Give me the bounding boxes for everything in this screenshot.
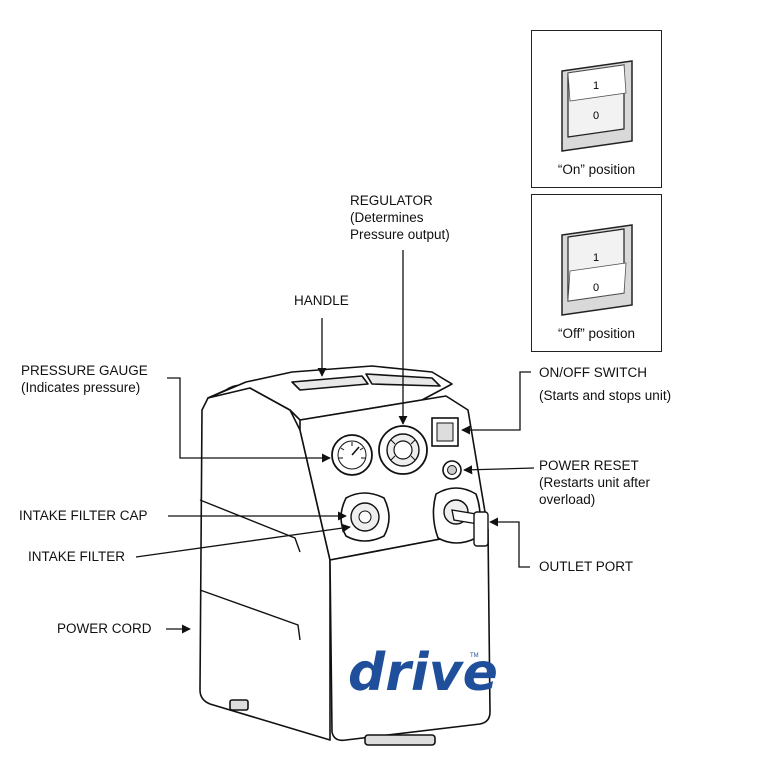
switch-on-symbol-0: 0	[593, 110, 599, 122]
power-reset-button-icon	[442, 460, 462, 480]
rocker-switch-on-icon: 1 0	[561, 60, 633, 152]
rocker-switch-off-icon: 1 0	[561, 224, 633, 316]
intake-filter-cap-icon	[340, 492, 390, 542]
lower-front-panel	[329, 529, 491, 742]
outlet-port-icon	[432, 487, 489, 547]
regulator-label: REGULATOR (Determines Pressure output)	[350, 193, 450, 242]
switch-off-symbol-1: 1	[593, 252, 599, 264]
handle	[291, 375, 369, 391]
intake-filter-cap-label: INTAKE FILTER CAP	[19, 508, 148, 523]
switch-off-symbol-0: 0	[593, 282, 599, 294]
handle-label: HANDLE	[294, 293, 349, 308]
brand-tm: TM	[470, 653, 479, 659]
onoff-switch-icon	[431, 417, 459, 447]
switch-on-symbol-1: 1	[593, 80, 599, 92]
power-cord-label: POWER CORD	[57, 621, 152, 636]
on-position-caption: “On” position	[557, 162, 636, 177]
outlet-port-label: OUTLET PORT	[539, 559, 634, 574]
onoff-switch-label: ON/OFF SWITCH (Starts and stops unit)	[539, 365, 672, 403]
brand-logo-text: drive	[348, 643, 498, 703]
regulator-knob-icon	[378, 425, 428, 475]
off-position-panel: 1 0 “Off” position	[531, 194, 662, 352]
off-position-caption: “Off” position	[557, 326, 636, 341]
pressure-gauge-label: PRESSURE GAUGE (Indicates pressure)	[21, 363, 148, 395]
on-position-panel: 1 0 “On” position	[531, 30, 662, 188]
power-reset-label: POWER RESET (Restarts unit after overloa…	[539, 458, 651, 507]
drive-logo: drive TM	[348, 643, 498, 703]
intake-filter-label: INTAKE FILTER	[28, 549, 126, 564]
pressure-gauge-icon	[331, 434, 373, 476]
